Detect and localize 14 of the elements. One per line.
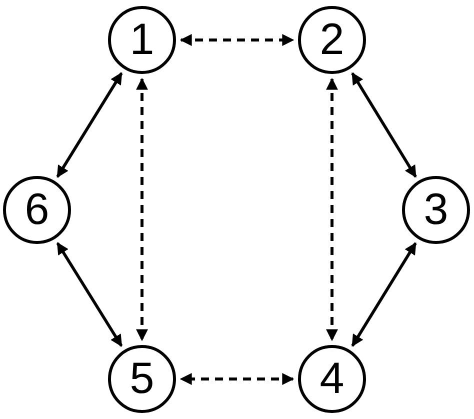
node-number: 6	[24, 188, 50, 232]
dashed-arrow	[136, 78, 148, 342]
arrow	[56, 72, 123, 178]
dashed-arrow	[180, 373, 294, 385]
node-number: 1	[130, 18, 154, 62]
node-number: 4	[320, 357, 344, 401]
arrow	[351, 242, 417, 347]
arrow	[351, 72, 417, 178]
node-number: 5	[130, 357, 154, 401]
arrow	[56, 242, 123, 347]
dashed-arrow	[326, 78, 338, 342]
node-number: 3	[424, 188, 448, 232]
dashed-arrow	[180, 34, 294, 46]
node-number: 2	[320, 18, 344, 62]
